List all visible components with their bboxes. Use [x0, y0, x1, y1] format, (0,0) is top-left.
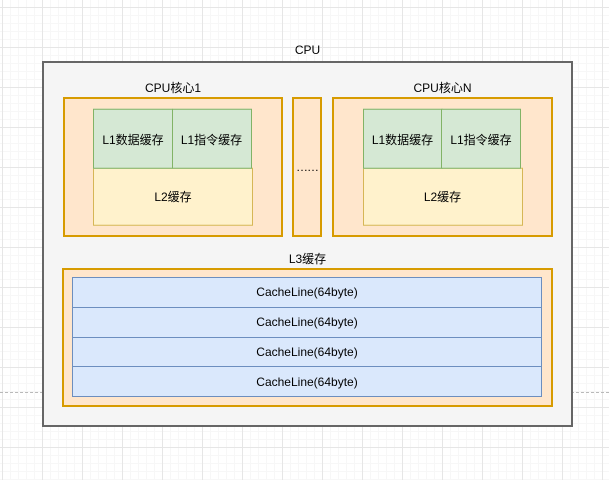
core1-l1-instruction-cache-shape[interactable]: L1指令缓存 [171, 108, 252, 169]
coreN-l1-row: L1数据缓存 L1指令缓存 [362, 108, 523, 169]
cacheline-row[interactable]: CacheLine(64byte) [73, 278, 541, 308]
cacheline-row[interactable]: CacheLine(64byte) [73, 308, 541, 338]
core1-cache-group: L1数据缓存 L1指令缓存 L2缓存 [93, 108, 253, 226]
cacheline-stack: CacheLine(64byte) CacheLine(64byte) Cach… [72, 277, 542, 397]
coreN-l1-instruction-cache-shape[interactable]: L1指令缓存 [441, 108, 521, 169]
core1-shape[interactable]: L1数据缓存 L1指令缓存 L2缓存 [63, 97, 283, 237]
coreN-shape[interactable]: L1数据缓存 L1指令缓存 L2缓存 [332, 97, 553, 237]
cpu-title-label: CPU [294, 43, 321, 57]
l3-cache-shape[interactable]: CacheLine(64byte) CacheLine(64byte) Cach… [62, 268, 553, 407]
l3-cache-label: L3缓存 [288, 252, 327, 266]
core1-l1-row: L1数据缓存 L1指令缓存 [93, 108, 253, 169]
core1-label: CPU核心1 [144, 81, 201, 95]
coreN-cache-group: L1数据缓存 L1指令缓存 L2缓存 [362, 108, 523, 226]
core1-l2-cache-shape[interactable]: L2缓存 [93, 167, 253, 226]
ellipsis-shape[interactable]: …… [292, 97, 322, 237]
coreN-l2-cache-shape[interactable]: L2缓存 [362, 167, 523, 226]
coreN-l1-data-cache-shape[interactable]: L1数据缓存 [362, 108, 443, 169]
cacheline-row[interactable]: CacheLine(64byte) [73, 338, 541, 368]
coreN-label: CPU核心N [413, 81, 472, 95]
core1-l1-data-cache-shape[interactable]: L1数据缓存 [93, 108, 173, 169]
cacheline-row[interactable]: CacheLine(64byte) [256, 374, 358, 389]
cpu-container-shape[interactable]: CPU核心1 L1数据缓存 L1指令缓存 L2缓存 …… CPU核心N L1数据… [42, 61, 573, 427]
